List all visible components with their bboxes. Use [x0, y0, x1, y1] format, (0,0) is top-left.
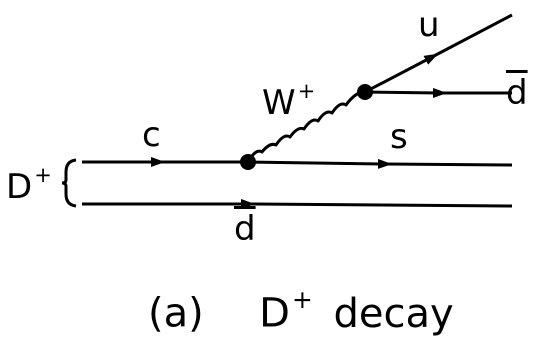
diagram-caption: (a) D+ decay [148, 285, 454, 337]
label-d-meson: D+ [6, 164, 52, 204]
s-quark-line [247, 158, 513, 169]
w-boson-propagator [246, 90, 363, 163]
meson-brace [61, 158, 77, 208]
label-dbar-spectator: d [234, 209, 256, 249]
w-charge: + [297, 78, 316, 103]
spectator-dbar-line [82, 198, 513, 209]
label-dbar-w: d [506, 73, 528, 113]
label-c: c [142, 115, 161, 155]
label-u: u [418, 5, 440, 45]
meson-charge: + [34, 162, 52, 187]
u-quark-line [364, 13, 513, 94]
lower-vertex [240, 154, 256, 170]
caption-tag: (a) [148, 290, 204, 337]
upper-vertex [357, 84, 373, 100]
w-dbar-line [364, 87, 512, 98]
caption-word: decay [333, 290, 454, 337]
label-w-boson: W+ [262, 80, 315, 120]
meson-symbol: D [6, 166, 33, 207]
w-symbol: W [262, 82, 296, 123]
caption-particle: D [259, 290, 290, 337]
caption-charge: + [291, 285, 313, 314]
label-s: s [390, 117, 408, 157]
